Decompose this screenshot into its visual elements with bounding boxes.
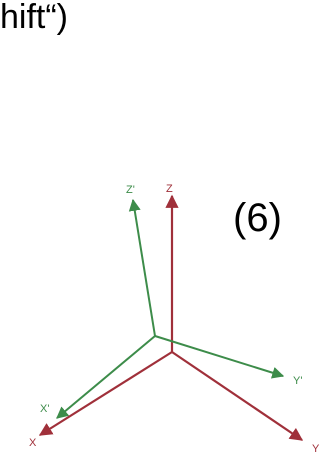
original-y-axis: [171, 351, 304, 441]
shifted-y-axis: [154, 335, 285, 379]
shifted-x-axis: [56, 335, 156, 419]
original-x-axis: [38, 351, 173, 436]
shifted-axes: Z' X' Y': [40, 184, 302, 419]
shifted-x-label: X': [40, 403, 49, 415]
original-axes: Z X Y: [29, 183, 320, 455]
equation-number: (6): [233, 196, 282, 240]
shifted-z-axis: [128, 198, 156, 337]
shifted-z-label: Z': [126, 184, 135, 196]
shifted-y-label: Y': [293, 375, 302, 387]
original-x-label: X: [29, 437, 37, 449]
caption-text-fragment: hift“): [0, 0, 68, 36]
original-y-label: Y: [312, 443, 320, 455]
original-z-label: Z: [166, 183, 173, 195]
